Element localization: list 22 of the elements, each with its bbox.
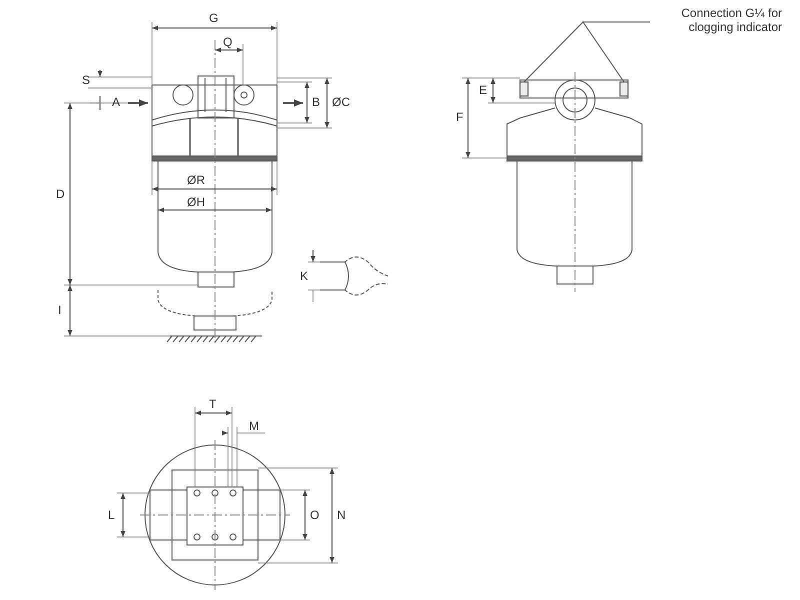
dimension-label: K <box>300 270 308 283</box>
dimension-label: I <box>58 304 62 317</box>
dimension-label: T <box>209 398 216 411</box>
port-fitting <box>620 82 628 96</box>
callout-text: Connection G¼ for clogging indicator <box>650 6 782 34</box>
port-fitting <box>520 82 528 96</box>
dimension-label: L <box>108 509 115 522</box>
dimension-label: D <box>56 188 65 201</box>
dimension-label: M <box>249 420 259 433</box>
dimension-label: ØH <box>187 196 205 209</box>
dimension-label: ØC <box>332 96 350 109</box>
dimension-label: F <box>456 111 464 124</box>
dimension-label: N <box>337 509 346 522</box>
dimension-label: A <box>112 96 120 109</box>
leader-line <box>582 22 650 82</box>
dimension-label: Q <box>223 36 232 49</box>
dimension-label: B <box>312 96 320 109</box>
dimension-label: O <box>310 509 320 522</box>
dimension-label: S <box>82 74 90 87</box>
dimension-label: E <box>479 84 488 97</box>
dimension-label: ØR <box>187 174 205 187</box>
dimension-label: G <box>209 12 218 25</box>
